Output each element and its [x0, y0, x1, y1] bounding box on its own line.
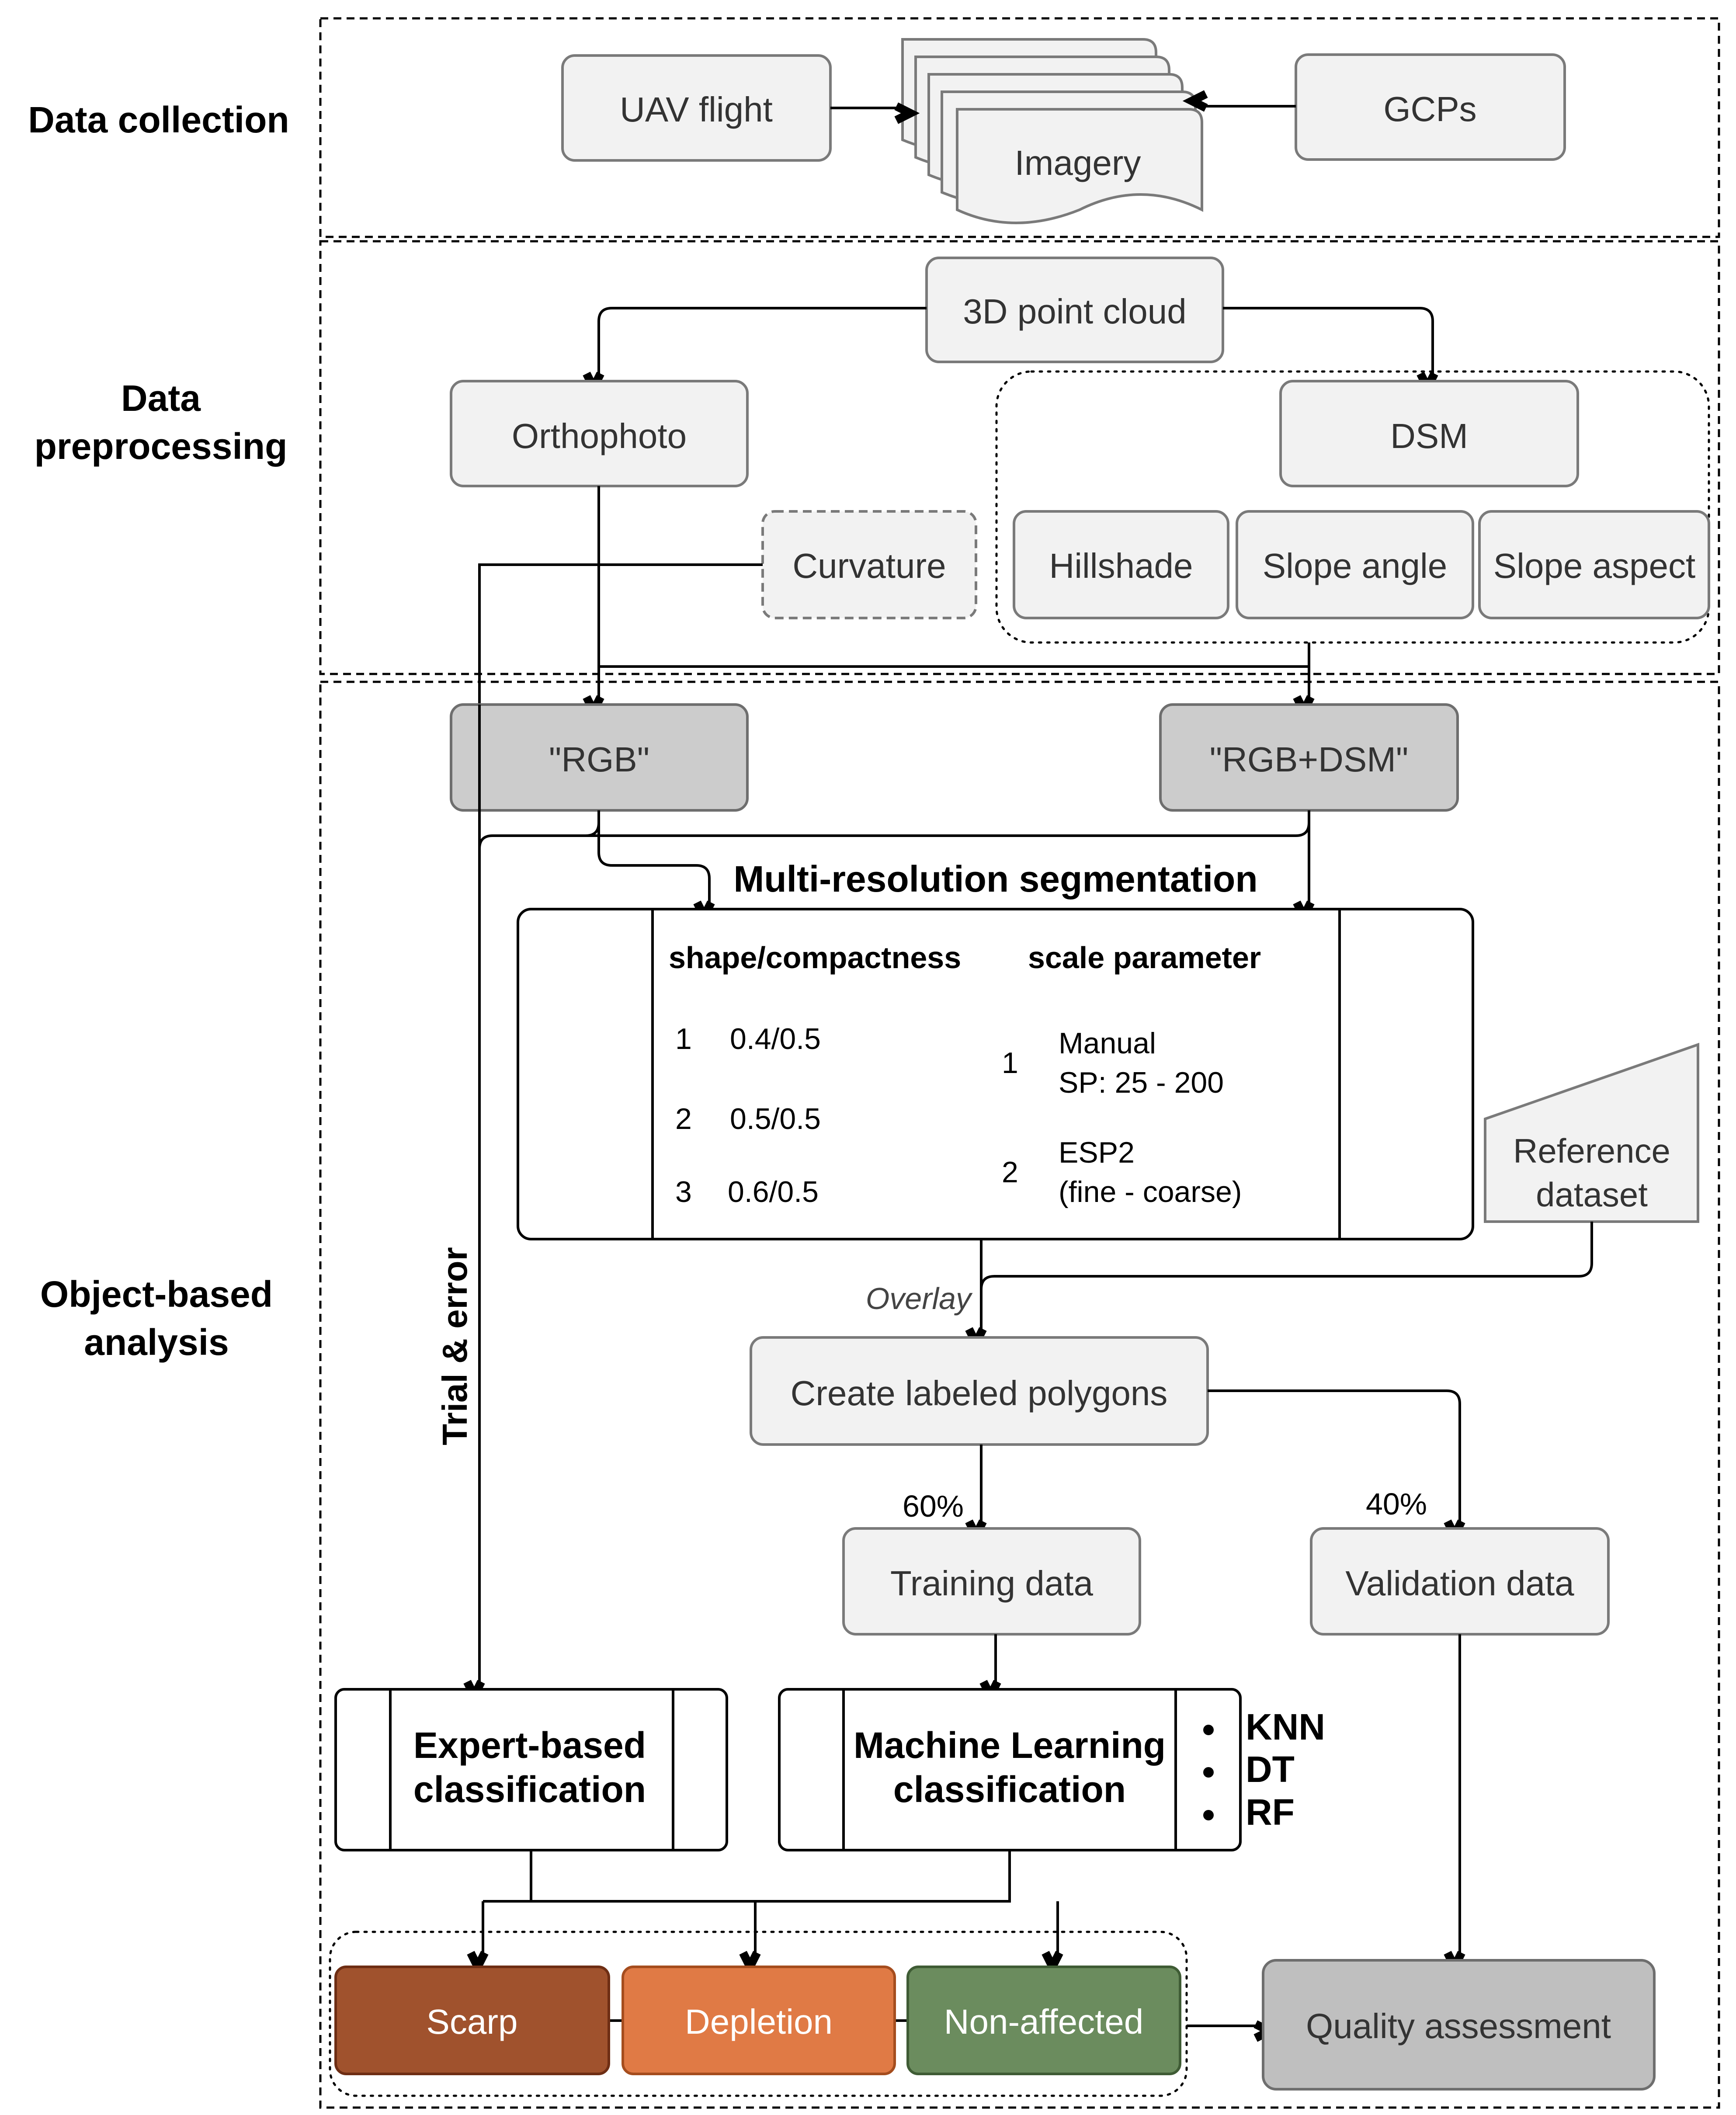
reference-dataset-line1: Reference — [1513, 1132, 1670, 1170]
training-data-box — [842, 1527, 1141, 1636]
mrs-shape-header: shape/compactness — [669, 941, 961, 975]
slope-aspect-box — [1478, 510, 1710, 619]
rgb-label: "RGB" — [549, 740, 649, 779]
connector-expert-to-classes — [530, 1850, 1011, 1903]
shape-row-value: 0.5/0.5 — [730, 1102, 821, 1136]
uav-flight-label: UAV flight — [620, 90, 773, 129]
scale-row-line2: SP: 25 - 200 — [1059, 1066, 1224, 1099]
class-non-affected-box — [906, 1966, 1181, 2075]
shape-row-number: 1 — [675, 1022, 692, 1056]
expert-classification-line1: Expert-based — [413, 1725, 646, 1766]
section-object-based-frame — [319, 681, 1720, 2109]
section-label-analysis-line1: Object-based — [40, 1274, 273, 1315]
reference-dataset-shape — [1484, 1042, 1699, 1223]
connector-reference-to-polygons — [980, 1222, 1593, 1290]
validation-data-label: Validation data — [1345, 1564, 1574, 1603]
class-depletion-box — [621, 1966, 896, 2075]
class-non-affected-label: Non-affected — [944, 2002, 1144, 2041]
mrs-scale-header: scale parameter — [1028, 941, 1261, 975]
connector-curvature-to-trial — [478, 563, 763, 704]
orthophoto-label: Orthophoto — [512, 417, 687, 455]
section-label-preprocessing-line1: Data — [121, 378, 201, 419]
class-scarp-label: Scarp — [427, 2002, 518, 2041]
point-cloud-box — [925, 257, 1224, 363]
curvature-label: Curvature — [792, 546, 946, 585]
shape-row-value: 0.6/0.5 — [728, 1175, 819, 1209]
mrs-scale-rows: 1 Manual SP: 25 - 200 2 ESP2 (fine - coa… — [1002, 1027, 1242, 1209]
curvature-box — [761, 510, 977, 619]
arrow-polygons-to-validation — [1208, 1389, 1465, 1545]
quality-assessment-label: Quality assessment — [1306, 2007, 1611, 2046]
pct-validation-label: 40% — [1366, 1487, 1427, 1521]
arrow-rgb-to-segmentation — [597, 810, 715, 926]
expert-classification-line2: classification — [413, 1769, 646, 1810]
ml-methods-list: KNN DT RF — [1203, 1706, 1325, 1833]
section-label-data-collection: Data collection — [28, 99, 289, 140]
dsm-box — [1279, 380, 1579, 487]
overlay-label: Overlay — [866, 1282, 973, 1316]
section-label-analysis-line2: analysis — [84, 1322, 229, 1363]
rgb-dsm-label: "RGB+DSM" — [1210, 740, 1409, 779]
dsm-group-frame — [995, 370, 1710, 644]
scale-row-line1: ESP2 — [1059, 1136, 1135, 1169]
shape-row-value: 0.4/0.5 — [730, 1022, 821, 1056]
scale-row-line2: (fine - coarse) — [1059, 1175, 1242, 1209]
training-data-label: Training data — [890, 1564, 1093, 1603]
dsm-label: DSM — [1390, 417, 1468, 455]
section-data-collection-frame — [319, 17, 1720, 238]
arrow-pointcloud-to-dsm — [1223, 307, 1438, 397]
section-data-preprocessing-frame — [319, 240, 1720, 675]
labeled-polygons-label: Create labeled polygons — [791, 1374, 1168, 1413]
mrs-process-box — [517, 908, 1474, 1240]
mrs-shape-rows: 1 0.4/0.5 2 0.5/0.5 3 0.6/0.5 — [675, 1022, 821, 1209]
ml-classification-line2: classification — [893, 1769, 1126, 1810]
section-label-preprocessing-line2: preprocessing — [35, 426, 288, 467]
trial-error-label: Trial & error — [435, 1247, 474, 1445]
reference-dataset-line2: dataset — [1536, 1175, 1648, 1214]
slope-angle-label: Slope angle — [1263, 546, 1448, 585]
arrow-pointcloud-to-orthophoto — [583, 307, 927, 397]
class-scarp-box — [334, 1966, 610, 2075]
bullet-icon — [1203, 1725, 1214, 1735]
bullet-icon — [1203, 1810, 1214, 1820]
scale-row-line1: Manual — [1059, 1027, 1156, 1060]
slope-angle-box — [1236, 510, 1474, 619]
mrs-title: Multi-resolution segmentation — [733, 858, 1257, 899]
class-depletion-label: Depletion — [685, 2002, 833, 2041]
hillshade-label: Hillshade — [1049, 546, 1193, 585]
scale-row-number: 2 — [1002, 1156, 1018, 1189]
ml-method-dt: DT — [1246, 1749, 1295, 1790]
hillshade-box — [1013, 510, 1229, 619]
pct-training-label: 60% — [903, 1489, 964, 1523]
ml-classification-line1: Machine Learning — [854, 1725, 1166, 1766]
bullet-icon — [1203, 1767, 1214, 1778]
gcps-label: GCPs — [1383, 90, 1476, 128]
shape-row-number: 2 — [675, 1102, 692, 1136]
imagery-label: Imagery — [1015, 143, 1141, 182]
point-cloud-label: 3D point cloud — [963, 292, 1186, 331]
connector-rgb-to-trial — [478, 810, 600, 849]
quality-assessment-box — [1262, 1959, 1656, 2091]
slope-aspect-label: Slope aspect — [1493, 546, 1696, 585]
scale-row-number: 1 — [1002, 1046, 1018, 1080]
ml-method-knn: KNN — [1246, 1706, 1325, 1747]
ml-method-rf: RF — [1246, 1792, 1295, 1833]
connector-rgbdsm-to-trial — [493, 810, 1310, 837]
imagery-stack — [901, 38, 1203, 224]
shape-row-number: 3 — [675, 1175, 692, 1209]
